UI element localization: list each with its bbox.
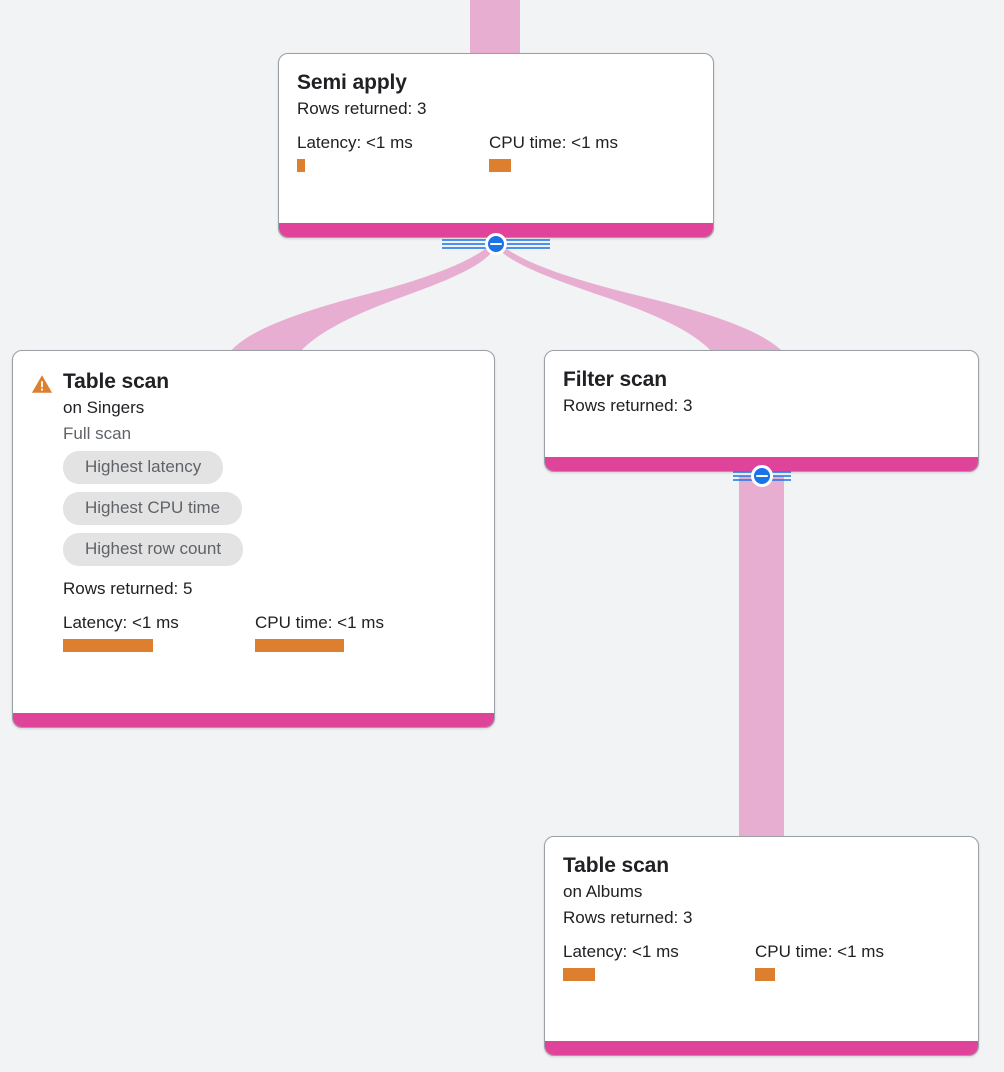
edge-root-to-semi-apply [470,0,520,54]
node-semi-apply[interactable]: Semi apply Rows returned: 3 Latency: <1 … [278,53,714,238]
node-title: Table scan [563,854,669,877]
node-table-scan-albums-header: Table scan [563,853,960,879]
node-accent-bar [13,713,494,727]
node-title: Table scan [63,370,169,393]
metric-latency-label: Latency: <1 ms [563,942,679,961]
metric-cpu-time-bar [755,968,775,981]
metric-cpu-time-bar [489,159,511,172]
toggle-semi-apply-collapse[interactable] [442,231,550,257]
badge-highest-latency: Highest latency [63,451,224,484]
node-accent-bar [545,1041,978,1055]
node-filter-scan-header: Filter scan [563,367,960,393]
metric-latency: Latency: <1 ms [563,941,755,981]
metric-cpu-time: CPU time: <1 ms [755,941,884,981]
metric-cpu-time-label: CPU time: <1 ms [755,942,884,961]
node-semi-apply-body: Semi apply Rows returned: 3 Latency: <1 … [279,54,713,186]
node-table-scan-singers-body: Table scan on Singers Full scan Highest … [13,351,494,666]
edge-semi-apply-to-filter-scan [496,244,783,352]
node-filter-scan-body: Filter scan Rows returned: 3 [545,351,978,433]
metric-latency-label: Latency: <1 ms [297,133,413,152]
collapse-minus-icon[interactable] [751,465,773,487]
node-metrics: Latency: <1 ms CPU time: <1 ms [63,612,476,652]
node-accent-bar [279,223,713,237]
toggle-filter-scan-collapse[interactable] [708,463,816,489]
collapse-minus-icon[interactable] [485,233,507,255]
node-table-scan-singers-header: Table scan [31,369,476,395]
node-rows-returned: Rows returned: 5 [63,579,193,598]
node-scan-type: Full scan [63,424,132,443]
metric-latency-bar [297,159,305,172]
node-rows-returned: Rows returned: 3 [297,99,427,118]
warning-triangle-icon [31,375,53,393]
node-subtitle: on Singers [63,398,145,417]
node-rows-returned: Rows returned: 3 [563,908,693,927]
node-metrics: Latency: <1 ms CPU time: <1 ms [563,941,960,981]
metric-latency-bar [563,968,595,981]
node-accent-bar [545,457,978,471]
metric-cpu-time: CPU time: <1 ms [255,612,384,652]
metric-cpu-time-label: CPU time: <1 ms [489,133,618,152]
edge-filter-scan-to-table-scan-albums [739,476,784,838]
node-rows-returned: Rows returned: 3 [563,396,693,415]
badge-highest-row-count: Highest row count [63,533,244,566]
node-table-scan-albums[interactable]: Table scan on Albums Rows returned: 3 La… [544,836,979,1056]
badge-highest-cpu-time: Highest CPU time [63,492,243,525]
node-title: Semi apply [297,71,407,94]
metric-latency-bar [63,639,153,652]
metric-cpu-time-label: CPU time: <1 ms [255,613,384,632]
node-title: Filter scan [563,368,667,391]
node-table-scan-albums-body: Table scan on Albums Rows returned: 3 La… [545,837,978,995]
node-badges: Highest latency Highest CPU time Highest… [63,451,476,574]
metric-cpu-time: CPU time: <1 ms [489,132,618,172]
metric-cpu-time-bar [255,639,344,652]
node-filter-scan[interactable]: Filter scan Rows returned: 3 [544,350,979,472]
node-semi-apply-header: Semi apply [297,70,695,96]
node-table-scan-singers-details: on Singers Full scan Highest latency Hig… [31,395,476,652]
edge-semi-apply-to-table-scan-singers [230,244,496,352]
metric-latency: Latency: <1 ms [63,612,255,652]
metric-latency-label: Latency: <1 ms [63,613,179,632]
metric-latency: Latency: <1 ms [297,132,489,172]
node-metrics: Latency: <1 ms CPU time: <1 ms [297,132,695,172]
node-subtitle: on Albums [563,882,643,901]
node-table-scan-singers[interactable]: Table scan on Singers Full scan Highest … [12,350,495,728]
